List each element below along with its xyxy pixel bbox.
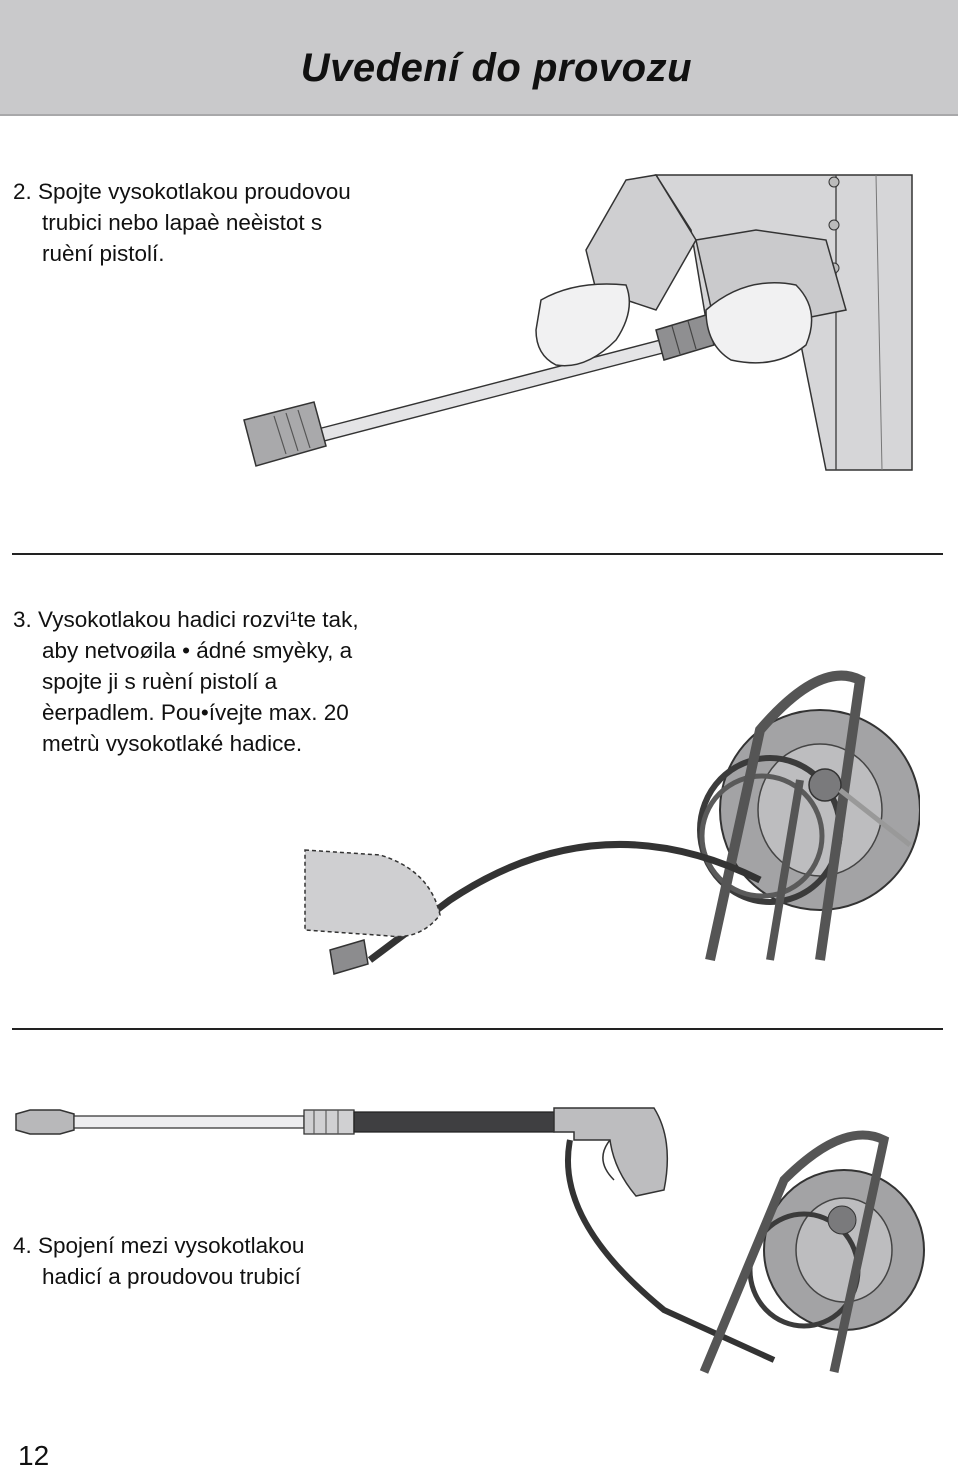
step-2-line: ruèní pistolí. [42, 241, 165, 266]
step-2-line: trubici nebo lapaè neèistot s [42, 210, 323, 235]
step-2-line: 2. Spojte vysokotlakou proudovou [13, 179, 351, 204]
hands-attaching-lance-icon [243, 174, 913, 471]
step-3-line: spojte ji s ruèní pistolí a [42, 669, 278, 694]
step-3-line: 3. Vysokotlakou hadici rozvi¹te tak, [13, 607, 359, 632]
header-bar [0, 0, 958, 116]
step-3-line: èerpadlem. Pou•ívejte max. 20 [42, 700, 349, 725]
page-title: Uvedení do provozu [300, 46, 692, 90]
page-number: 12 [18, 1440, 50, 1471]
step-3-text: 3. Vysokotlakou hadici rozvi¹te tak, aby… [13, 604, 359, 759]
step-3-line: aby netvoøila • ádné smyèky, a [42, 638, 353, 663]
step-4-line: hadicí a proudovou trubicí [42, 1264, 301, 1289]
section-divider [12, 553, 943, 555]
step-4-text: 4. Spojení mezi vysokotlakou hadicí a pr… [13, 1230, 304, 1292]
step-2-text: 2. Spojte vysokotlakou proudovou trubici… [13, 176, 351, 269]
section-divider [12, 1028, 943, 1030]
step-4-line: 4. Spojení mezi vysokotlakou [13, 1233, 305, 1258]
spray-gun-hose-reel-icon [15, 1107, 925, 1374]
step-3-line: metrù vysokotlaké hadice. [42, 731, 303, 756]
hose-reel-connection-icon [304, 670, 920, 975]
